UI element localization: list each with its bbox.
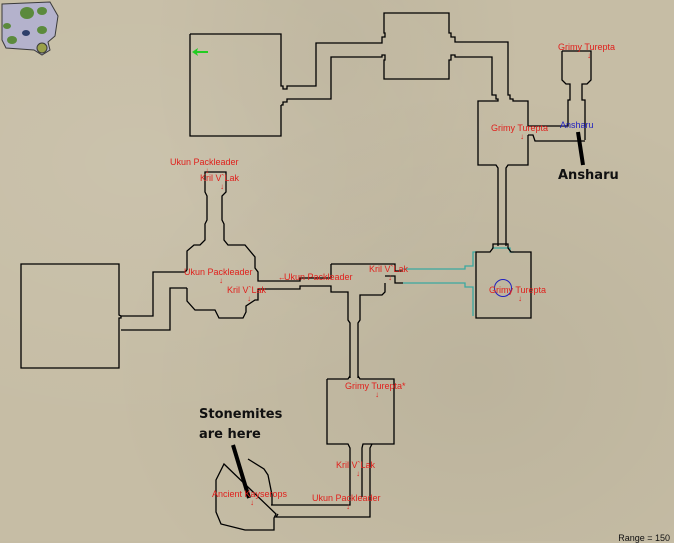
- spawn-arrow-icon: ↓: [219, 276, 223, 285]
- wall-south-corridor-right: [357, 283, 386, 378]
- spawn-label[interactable]: Ukun Packleader: [312, 493, 381, 503]
- stonemites-pointer-line: [231, 444, 251, 499]
- spawn-arrow-icon: ↓: [375, 390, 379, 399]
- spawn-label[interactable]: Grimy Turepta*: [345, 381, 406, 391]
- annotation-ansharu: Ansharu: [558, 168, 619, 183]
- spawn-arrow-icon: ↓: [220, 182, 224, 191]
- spawn-label[interactable]: Grimy Turepta: [558, 42, 616, 52]
- scroll-map-icon: [1, 1, 59, 56]
- range-readout: Range = 150: [618, 533, 670, 543]
- wall-big-north-room: [505, 135, 529, 246]
- spawn-label[interactable]: Kril V`Lak: [369, 264, 409, 274]
- spawn-label[interactable]: Grimy Turepta: [491, 123, 549, 133]
- wall-central-hub-top: [331, 263, 403, 284]
- spawn-arrow-icon: ↓: [205, 166, 209, 175]
- spawn-label[interactable]: Kril V`Lak: [200, 173, 240, 183]
- wall-corridor-north-inner: [281, 54, 499, 246]
- spawn-label[interactable]: Kril V`Lak: [336, 460, 376, 470]
- player-circle-icon: [494, 279, 512, 297]
- spawn-label[interactable]: Ancient Kayserops: [212, 489, 288, 499]
- spawn-arrow-icon: ↓: [518, 294, 522, 303]
- wall-stonemite-cave: [215, 458, 277, 531]
- annotation-stonemites-line1: Stonemites: [199, 407, 283, 422]
- green-arrow-icon[interactable]: [190, 47, 210, 57]
- wall-south-corridor-bottom: [274, 443, 373, 518]
- spawn-label[interactable]: Ukun Packleader: [284, 272, 353, 282]
- spawn-arrow-icon: ↓: [520, 132, 524, 141]
- zone-line-east: [403, 251, 476, 316]
- spawn-arrow-icon: ↓: [250, 498, 254, 507]
- spawn-label[interactable]: Ukun Packleader: [184, 267, 253, 277]
- spawn-arrow-icon: ↓: [356, 469, 360, 478]
- ansharu-pointer-line: [576, 131, 585, 166]
- wall-room-northeast-small-left: [533, 51, 571, 127]
- wall-room-northeast-small: [562, 50, 592, 140]
- wall-room-northwest-box: [189, 34, 282, 137]
- minimap-button[interactable]: [0, 0, 62, 56]
- spawn-arrow-icon: ↓: [388, 273, 392, 282]
- wall-room-northwest: [190, 12, 533, 127]
- wall-west-corridor: [121, 269, 188, 331]
- spawn-arrow-icon: ↓: [346, 502, 350, 511]
- annotation-stonemites-line2: are here: [199, 427, 261, 442]
- wall-central-hub: [186, 171, 332, 282]
- wall-room-east: [475, 243, 532, 319]
- spawn-arrow-icon: ↓: [247, 294, 251, 303]
- spawn-arrow-left-icon: ←: [278, 273, 286, 282]
- wall-west-hub-bottom: [186, 285, 351, 378]
- spawn-label[interactable]: Grimy Turepta: [489, 285, 547, 295]
- wall-room-south: [271, 375, 395, 506]
- spawn-label[interactable]: Kril V`Lak: [227, 285, 267, 295]
- wall-room-west: [20, 263, 122, 369]
- wall-ansharu-corridor: [528, 134, 585, 142]
- spawn-label[interactable]: Ukun Packleader: [170, 157, 239, 167]
- npc-label-ansharu[interactable]: Ansharu: [560, 120, 594, 130]
- spawn-arrow-icon: ↓: [587, 51, 591, 60]
